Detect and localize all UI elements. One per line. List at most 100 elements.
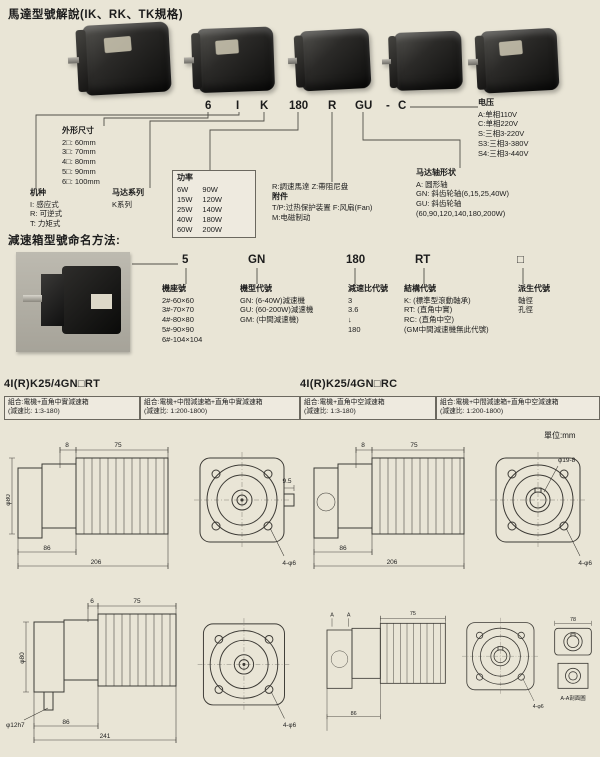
bore-label: φ19-8 [558,457,576,464]
list-item: K: (標準型滾動軸承) [404,295,471,305]
voltage-box-title: 电压 [478,98,494,107]
combo-box: 組合:電機+直角中空減速箱 (減速比: 1:3-180) [300,396,436,420]
dim-label-75: 75 [410,442,418,449]
gear-structure-title: 結構代號 [404,284,436,293]
gear-structure-column: 結構代號 K: (標準型滾動軸承) RT: (直角中實) RC: (直角中空) … [404,284,514,335]
rt-bottom-front-view: 4-φ6 [197,618,297,729]
gear-type-column: 機型代號 GN: (6-40W)減速機 GU: (60-200W)減速機 GM:… [240,284,346,325]
machine-type-box: 机种 I: 感应式 R: 可逆式 T: 力矩式 [30,188,106,229]
shaft-box: 马达轴形状 A: 圆形轴 GN: 斜齿轮轴(6,15,25,40W) GU: 斜… [416,168,584,219]
combo-line: 組合:電機+中間減速箱+直角中空減速箱 [440,399,559,406]
list-item: (60,90,120,140,180,200W) [416,209,506,219]
motor-shaft [381,58,391,65]
series-box: 马达系列 K系列 [112,188,174,209]
list-item: 6□: 100mm [62,177,100,187]
gearbox-section-title: 減速箱型號命名方法: [8,235,121,247]
list-item: 3#-70×70 [162,305,194,315]
combo-line: 組合:電機+直角中實減速箱 [8,399,89,406]
power-box: 功率 6W 15W 25W 40W 60W 90W 120W 140W 180W… [172,170,256,239]
motor-shaft [287,58,298,64]
list-item: 120W [202,194,223,204]
list-item: 180W [202,214,223,224]
gear-derive-title: 派生代號 [518,284,550,293]
dim-label-86: 86 [339,545,347,552]
list-item: RT: (直角中實) [404,305,453,315]
shaft-box-title: 马达轴形状 [416,168,456,177]
list-item: 40W [177,214,193,224]
list-item: GM: (中間減速機) [240,315,299,325]
list-item: S4:三相3-440V [478,149,529,159]
rc-heading: 4I(R)K25/4GN□RC [300,378,398,390]
list-item: K系列 [112,199,133,209]
list-item: 軸徑 [518,295,533,305]
motor-photo-2 [183,26,276,94]
section-mark-a: A [347,613,351,619]
accessory-subtitle: 附件 [272,191,288,201]
list-item: 2#-60×60 [162,295,194,305]
dim-label-75: 75 [114,442,122,449]
drawing-group-rc-bottom: A A 75 86 4-φ6 [302,596,596,754]
combo-line: (減速比: 1:3-180) [8,407,60,415]
dim-label-dia: φ80 [19,652,26,664]
list-item: 200W [202,225,223,235]
section-mark-a: A [330,613,334,619]
rc-bottom-detail-view: 78 A-A剖面圖 [554,617,592,702]
unit-label: 單位:mm [544,431,576,440]
drawing-group-rt-top: 75 8 φ80 86 206 9.5 [4,440,298,592]
motor-body [393,30,463,91]
series-box-title: 马达系列 [112,188,144,197]
list-item: 6#-104×104 [162,335,203,345]
list-item: 15W [177,194,193,204]
code-token-dash: - [386,100,390,112]
list-item: 90W [202,184,218,194]
dim-label-9-5: 9.5 [282,478,291,485]
combo-line: 組合:電機+中間減速箱+直角中實減速箱 [144,399,263,406]
motor-shaft [467,59,479,66]
dim-label-206: 206 [387,559,398,566]
list-item: A: 圆形轴 [416,179,448,189]
gear-type-title: 機型代號 [240,284,272,293]
code-token-power: 180 [289,100,309,112]
code-token-shaft: GU [355,100,373,112]
page-title: 馬達型號解說(IK、RK、TK規格) [8,9,184,21]
gearhead [41,274,64,326]
gear-code-token-type: GN [248,254,266,266]
bolt-hole-label: 4-φ6 [578,560,592,567]
rt-top-front-view: 9.5 4-φ6 [194,452,296,567]
dim-label-dia: φ80 [6,494,12,506]
bolt-hole-label: 4-φ6 [533,704,544,710]
list-item: 4□: 80mm [62,157,96,167]
motor-shaft [183,57,194,64]
dim-label-206: 206 [91,559,102,566]
gear-frame-title: 機座號 [162,284,186,293]
rt-top-side-view: 75 8 φ80 86 206 [6,442,169,569]
rc-top-front-view: φ19-8 4-φ6 [490,452,592,567]
gearmotor-shaft [22,295,43,302]
rc-top-side-view: 75 8 86 206 [313,442,465,569]
rc-bottom-front-view: 4-φ6 [462,617,544,710]
motor-label-sticker [215,38,240,55]
dim-label-86: 86 [43,545,51,552]
gear-frame-column: 機座號 2#-60×60 3#-70×70 4#-80×80 5#-90×90 … [162,284,234,345]
dim-label-78: 78 [570,617,576,623]
drawing-group-rt-bottom: 75 6 φ80 φ12h7 86 241 [4,596,298,754]
combo-box: 組合:電機+中間減速箱+直角中空減速箱 (減速比: 1:200-1800) [436,396,600,420]
combo-box: 組合:電機+直角中實減速箱 (減速比: 1:3-180) [4,396,140,420]
gear-code-token-structure: RT [415,254,431,266]
list-item: 3.6 [348,305,359,315]
list-item: 3□: 70mm [62,147,96,157]
list-item: 3 [348,295,353,305]
list-item: S:三相3-220V [478,129,525,139]
list-item: I: 感应式 [30,199,59,209]
list-item: A:单相110V [478,109,518,119]
list-item: GN: (6-40W)減速機 [240,295,306,305]
motor-photo-5 [466,27,560,95]
motor-shaft [67,56,80,64]
combo-line: 組合:電機+直角中空減速箱 [304,399,385,406]
power-left-column: 6W 15W 25W 40W 60W [177,185,192,236]
gear-ratio-title: 減速比代號 [348,284,388,293]
dim-label-8: 8 [65,442,69,449]
motor-label-sticker [499,40,524,56]
motor-photo-3 [286,27,372,92]
